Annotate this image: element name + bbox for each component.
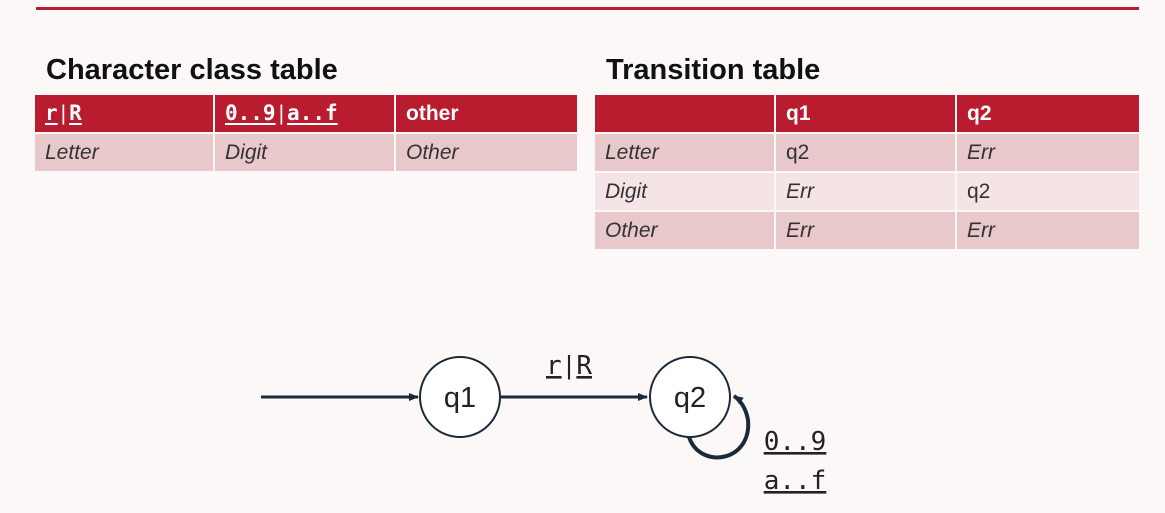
header-separator: | <box>60 102 67 125</box>
table-row: Letter Digit Other <box>35 132 577 171</box>
table-cell: Err <box>957 132 1139 171</box>
table-cell: Other <box>396 132 577 171</box>
self-loop-q2-arrow <box>687 394 751 460</box>
transition-q1-q2-label: r|R <box>546 350 592 381</box>
header-state-q1: q1 <box>776 95 957 132</box>
table-header-row: r|R 0..9|a..f other <box>35 95 577 132</box>
table-cell: Digit <box>215 132 396 171</box>
header-range-hex: a..f <box>287 101 338 125</box>
header-other-class: other <box>396 95 577 132</box>
self-loop-label-digits: 0..9 <box>764 427 827 457</box>
table-cell: q2 <box>957 171 1139 210</box>
state-q1-label: q1 <box>444 382 476 414</box>
table-header-row: q1 q2 <box>595 95 1139 132</box>
header-char-r: r <box>45 101 58 125</box>
header-range-digits: 0..9 <box>225 101 276 125</box>
edge-separator: | <box>566 350 573 380</box>
header-corner <box>595 95 776 132</box>
transition-table-title: Transition table <box>606 54 821 86</box>
table-cell: q2 <box>776 132 957 171</box>
header-letter-class: r|R <box>35 95 215 132</box>
header-separator: | <box>278 102 285 125</box>
edge-char-r: r <box>546 351 562 381</box>
top-rule <box>36 7 1139 10</box>
header-state-q2: q2 <box>957 95 1139 132</box>
table-cell: Letter <box>35 132 215 171</box>
table-row: Letter q2 Err <box>595 132 1139 171</box>
character-class-table-title: Character class table <box>46 54 338 86</box>
header-digit-class: 0..9|a..f <box>215 95 396 132</box>
row-label: Other <box>595 210 776 249</box>
transition-table: q1 q2 Letter q2 Err Digit Err q2 Other E… <box>595 95 1139 249</box>
state-q1-circle <box>419 356 501 438</box>
character-class-table: r|R 0..9|a..f other Letter Digit Other <box>35 95 577 171</box>
table-row: Other Err Err <box>595 210 1139 249</box>
header-char-R: R <box>69 101 82 125</box>
row-label: Letter <box>595 132 776 171</box>
table-row: Digit Err q2 <box>595 171 1139 210</box>
row-label: Digit <box>595 171 776 210</box>
table-cell: Err <box>957 210 1139 249</box>
edge-char-R: R <box>576 351 592 381</box>
table-cell: Err <box>776 210 957 249</box>
self-loop-label-hex: a..f <box>764 466 827 496</box>
table-cell: Err <box>776 171 957 210</box>
state-q2-label: q2 <box>674 382 706 414</box>
